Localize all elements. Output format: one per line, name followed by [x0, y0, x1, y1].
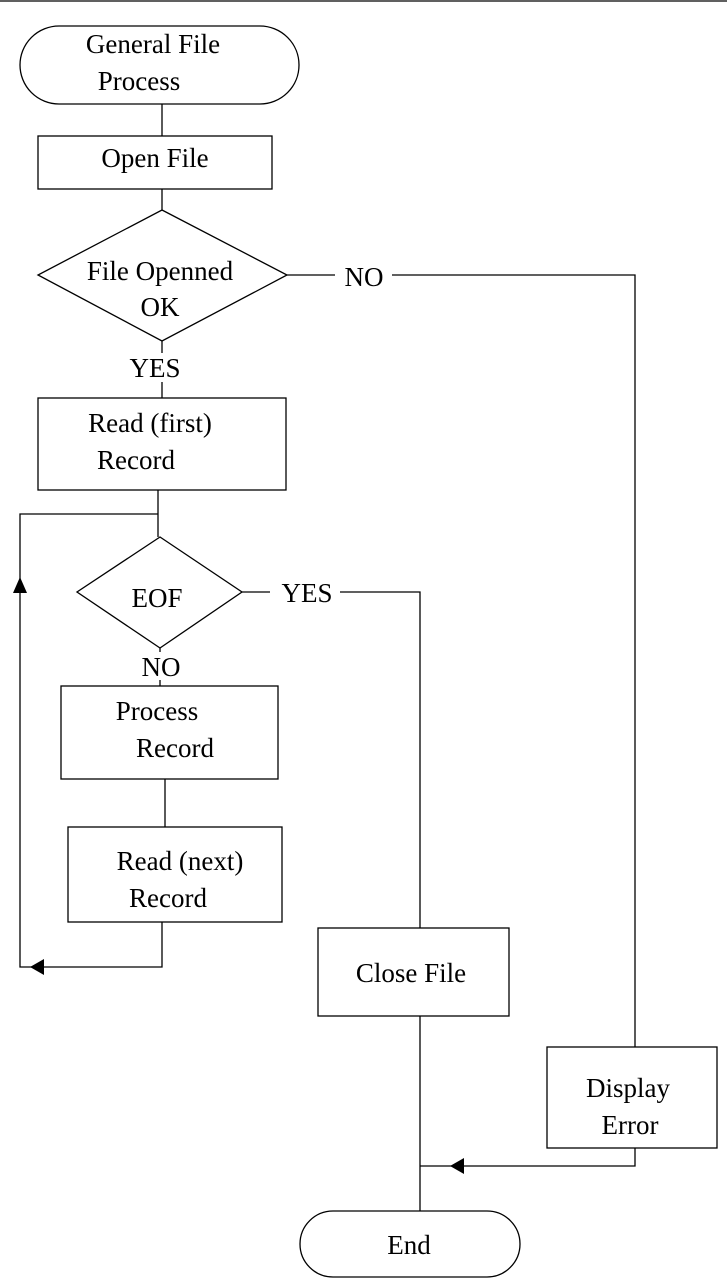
- process-record-label-line-2: Record: [136, 733, 214, 763]
- read-first-label-line-2: Record: [97, 445, 175, 475]
- open-file-node: Open File: [37, 135, 273, 190]
- read-first-node: Read (first) Record: [37, 397, 287, 491]
- read-next-node: Read (next) Record: [67, 826, 283, 923]
- display-error-label-line-2: Error: [602, 1110, 659, 1140]
- connector-error-to-merge: [420, 1148, 636, 1167]
- display-error-node: Display Error: [546, 1046, 718, 1149]
- edge-label-file-opened-no: NO: [345, 262, 384, 292]
- file-opened-decision: File Openned OK: [36, 209, 289, 342]
- left-arrow-icon: [30, 959, 44, 975]
- end-label: End: [387, 1230, 431, 1260]
- file-opened-label-line-2: OK: [141, 292, 180, 322]
- read-next-label-line-2: Record: [129, 883, 207, 913]
- open-file-label: Open File: [101, 143, 208, 173]
- start-node: General File Process: [19, 25, 300, 105]
- close-file-label: Close File: [356, 958, 466, 988]
- connector-eof-yes-b: [340, 591, 421, 928]
- eof-decision: EOF: [75, 536, 244, 649]
- read-first-label-line-1: Read (first): [88, 408, 212, 438]
- edge-label-eof-yes: YES: [281, 578, 332, 608]
- start-label-line-1: General File: [86, 29, 220, 59]
- loop-back-line: [19, 513, 163, 968]
- file-opened-label-line-1: File Openned: [87, 256, 234, 286]
- display-error-label-line-1: Display: [586, 1073, 670, 1103]
- edge-label-eof-no: NO: [142, 652, 181, 682]
- close-file-node: Close File: [317, 927, 510, 1017]
- connectors: [19, 104, 636, 1211]
- end-node: End: [299, 1210, 521, 1278]
- read-next-label-line-1: Read (next): [117, 846, 244, 876]
- merge-arrow-icon: [450, 1158, 464, 1174]
- process-record-node: Process Record: [60, 685, 279, 780]
- up-arrow-icon: [13, 577, 27, 593]
- edge-label-file-opened-yes: YES: [129, 353, 180, 383]
- start-label-line-2: Process: [98, 66, 181, 96]
- eof-label: EOF: [131, 583, 182, 613]
- connector-no-branch-b: [392, 274, 636, 1047]
- process-record-label-line-1: Process: [116, 696, 199, 726]
